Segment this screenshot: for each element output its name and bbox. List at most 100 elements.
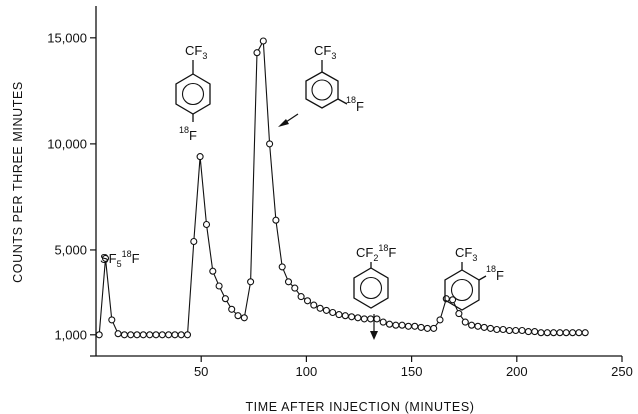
data-point	[486, 324, 495, 332]
data-point	[505, 326, 513, 335]
x-tick-label: 250	[611, 364, 633, 379]
cf2-benzene-ring	[353, 267, 389, 309]
data-point	[120, 331, 128, 339]
meta-fluoro-benzotrifluoride-structure: CF3 18F	[278, 43, 364, 127]
data-point	[240, 314, 248, 322]
meta-arrow-head	[278, 119, 289, 127]
y-axis-title: COUNTS PER THREE MINUTES	[11, 81, 25, 283]
x-tick-label: 150	[401, 364, 423, 379]
cf2-arrow-head	[370, 331, 378, 340]
x-axis-title: TIME AFTER INJECTION (MINUTES)	[245, 400, 474, 414]
para-aromatic-circle	[181, 82, 205, 106]
data-point	[322, 306, 330, 314]
data-point	[341, 312, 349, 320]
sf5-18f-label: SF518F	[100, 249, 140, 269]
data-point	[278, 263, 286, 271]
data-point	[423, 324, 431, 332]
data-point	[165, 331, 173, 339]
y-tick-label: 1,000	[54, 327, 87, 342]
data-point	[316, 304, 324, 312]
data-point	[373, 315, 381, 323]
data-point	[385, 320, 394, 328]
meta-side-bond	[337, 98, 348, 105]
data-point	[272, 216, 280, 224]
data-point	[284, 278, 293, 286]
data-point	[146, 331, 154, 339]
data-point	[228, 305, 236, 313]
data-point	[183, 331, 192, 339]
data-point	[379, 318, 387, 326]
data-point	[335, 311, 343, 319]
para-benzene-ring	[175, 73, 211, 115]
para-fluoro-benzotrifluoride-structure: CF3 18F	[175, 43, 211, 143]
data-point	[480, 323, 488, 331]
data-point	[398, 321, 406, 329]
data-point	[101, 254, 110, 262]
ortho-18f-label: 18F	[486, 264, 504, 283]
meta-aromatic-circle	[311, 79, 333, 101]
data-point	[569, 329, 577, 337]
data-point	[474, 322, 482, 330]
data-point	[139, 331, 147, 339]
data-point	[310, 301, 318, 309]
data-point	[417, 323, 425, 331]
data-point	[449, 296, 457, 304]
x-tick-label: 100	[296, 364, 318, 379]
data-point	[234, 312, 242, 320]
difluoromethyl-18f-benzene-structure: CF218F	[353, 243, 396, 340]
data-point	[215, 282, 223, 290]
data-point	[518, 326, 526, 335]
data-point	[430, 324, 438, 332]
ortho-side-bond	[478, 275, 487, 281]
x-tick-label: 200	[506, 364, 528, 379]
data-point	[404, 322, 412, 330]
y-tick-label: 10,000	[47, 136, 87, 151]
data-point	[291, 284, 299, 292]
data-point	[196, 153, 204, 161]
data-point	[411, 322, 419, 330]
data-point	[95, 331, 103, 339]
data-point	[108, 316, 116, 324]
data-point	[171, 331, 179, 339]
data-point	[512, 326, 520, 335]
meta-18f-label: 18F	[346, 95, 364, 114]
data-point	[133, 331, 141, 339]
data-point	[202, 220, 211, 229]
data-point	[367, 315, 375, 323]
data-point	[158, 331, 166, 339]
y-tick-label: 5,000	[54, 242, 87, 257]
x-tick-label: 50	[194, 364, 208, 379]
data-point	[537, 329, 545, 337]
data-point	[297, 293, 305, 301]
data-point	[493, 325, 501, 334]
meta-cf3-label: CF3	[314, 43, 336, 61]
data-point	[531, 328, 539, 336]
data-point	[499, 325, 507, 334]
ortho-benzene-ring	[444, 269, 480, 311]
data-point	[190, 237, 198, 246]
data-point	[575, 329, 583, 337]
cf2-18f-label: CF218F	[356, 243, 396, 263]
data-point	[209, 267, 217, 275]
data-point	[360, 315, 368, 323]
para-18f-label: 18F	[179, 125, 197, 143]
data-point	[259, 37, 267, 45]
data-point	[392, 321, 400, 329]
series-line	[98, 39, 586, 336]
data-point	[303, 297, 312, 305]
data-point	[253, 49, 261, 57]
data-point	[266, 140, 274, 148]
data-point	[562, 329, 570, 337]
ortho-aromatic-circle	[450, 278, 474, 302]
meta-benzene-ring	[305, 71, 339, 109]
data-point	[543, 329, 551, 337]
data-point	[354, 314, 362, 322]
data-point	[436, 316, 444, 324]
data-point	[127, 331, 135, 339]
para-cf3-label: CF3	[185, 43, 207, 61]
data-point	[581, 329, 589, 337]
data-point	[329, 308, 337, 317]
data-point	[556, 329, 564, 337]
data-point	[348, 313, 356, 321]
